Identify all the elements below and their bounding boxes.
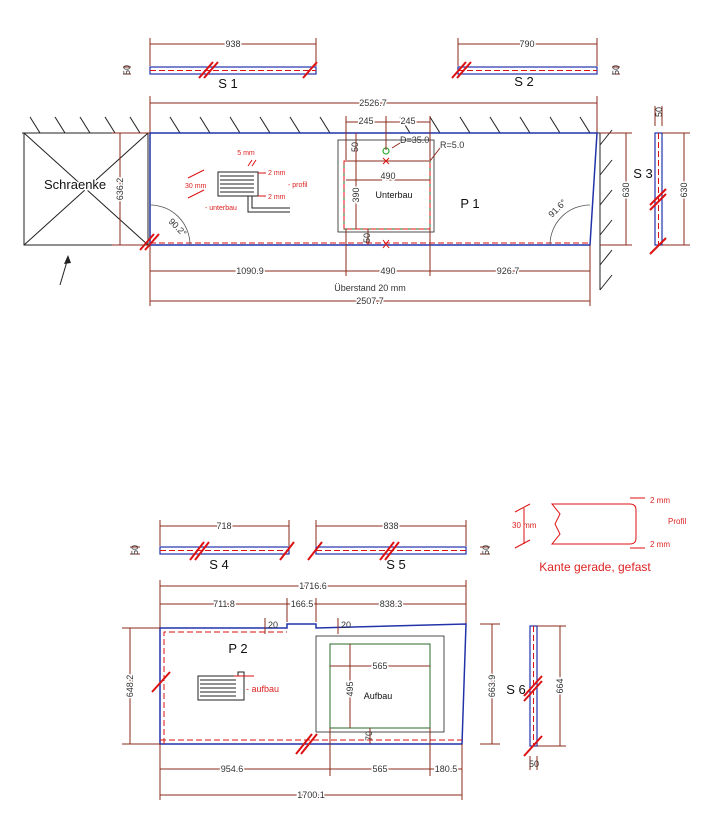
p2-sink-label: Aufbau [364,691,393,701]
legend-edge-bottom: 2 mm [650,540,670,549]
p2-seg-a: 711.8 [213,599,235,609]
strip-s3: 50 630 S 3 [633,106,691,255]
s1-label: S 1 [218,76,238,91]
p2-sink-bottom-offset: 70 [364,731,374,741]
p1-profile-thickness: 30 mm [185,183,207,190]
p1-sink-bottom-offset: 50 [362,233,372,243]
p2-notch-left: 20 [268,620,278,630]
p1-sink-cutout: 245 245 D=35.0 R=5.0 490 390 50 50 Unter… [337,115,464,249]
p1-sink-top-offset: 50 [350,142,360,152]
s2-width: 50 [611,65,621,75]
s5-length: 838 [383,521,398,531]
legend-profile: Profil [668,517,686,526]
edge-legend: 30 mm 2 mm Profil 2 mm Kante gerade, gef… [512,496,686,574]
p1-top-dimension: 2526.7 [149,96,598,134]
p1-profile-under: - unterbau [205,205,237,212]
p1-bottom-dimensions: 1090.9 490 926.7 Überstand 20 mm 2507.7 [149,229,591,308]
p1-angle-right: 91.6° [546,197,568,219]
strip-s1: 938 50 S 1 [122,38,318,91]
p2-bot-left: 954.6 [221,764,244,774]
legend-edge-top: 2 mm [650,496,670,505]
strip-s2: 790 50 S 2 [451,38,621,89]
p1-depth-right: 630 [600,132,633,246]
p1-hole-left: 245 [358,116,373,126]
p2-sink-width: 565 [372,661,387,671]
s4-width: 50 [130,545,140,555]
s6-label: S 6 [506,682,526,697]
p1-total-bottom: 2507.7 [356,296,384,306]
panel-p2: 20 20 P 2 [151,618,467,755]
p2-bot-mid: 565 [372,764,387,774]
p1-profile-label: - profil [288,182,308,189]
p1-profile-edge2: 2 mm [268,194,286,201]
p1-corner-radius: R=5.0 [440,140,464,150]
wall-hatching [22,116,613,291]
p2-sink-height: 495 [345,681,355,696]
s6-width: 50 [529,759,539,769]
s1-width: 50 [122,65,132,75]
s1-length: 938 [225,39,240,49]
cabinet-box: Schraenke [23,132,149,286]
s6-length: 664 [555,678,565,693]
p2-label: P 2 [228,641,247,656]
s3-width: 50 [654,107,664,117]
p1-hole-diameter: D=35.0 [400,135,429,145]
p2-bottom-dimensions: 954.6 565 180.5 1700.1 [159,728,463,802]
p2-seg-c: 838.3 [380,599,403,609]
p2-top-dimensions: 1716.6 711.8 166.5 838.3 [159,580,467,628]
p1-total-top: 2526.7 [359,98,387,108]
cabinet-label: Schraenke [44,177,106,192]
p1-seg-right: 926.7 [497,266,520,276]
legend-thickness: 30 mm [512,521,537,530]
p2-bot-right: 180.5 [435,764,458,774]
s4-label: S 4 [209,557,229,572]
p1-seg-mid: 490 [380,266,395,276]
p1-sink-height: 390 [351,187,361,202]
p1-label: P 1 [460,196,479,211]
p2-sink-cutout: 565 495 70 Aufbau [315,635,445,744]
p1-profile-detail: 5 mm 30 mm 2 mm 2 mm - profil - unterbau [185,150,308,213]
s3-label: S 3 [633,166,653,181]
p2-profile-detail: - aufbau [197,671,279,701]
p1-seg-left: 1090.9 [236,266,264,276]
p1-sink-width: 490 [380,171,395,181]
p2-depth-left: 648.2 [122,627,160,745]
s6-height-left: 663.9 [487,675,497,698]
s3-length: 630 [679,182,689,197]
p2-total-bottom: 1700.1 [297,790,325,800]
strip-s4: 50 718 S 4 [130,520,295,572]
s4-length: 718 [216,521,231,531]
s5-label: S 5 [386,557,406,572]
p1-depth-left: 636.2 [112,132,150,246]
s2-length: 790 [519,39,534,49]
p1-angle-left: 90.2° [167,216,189,238]
p1-profile-edge1: 2 mm [268,170,286,177]
legend-caption: Kante gerade, gefast [539,560,651,574]
p2-notch-right: 20 [341,620,351,630]
strip-s6: 663.9 664 50 S 6 [480,623,567,770]
s5-width: 50 [481,545,491,555]
p1-depth-left-value: 636.2 [115,178,125,201]
p2-total-top: 1716.6 [299,581,327,591]
p1-overhang: Überstand 20 mm [334,283,406,293]
p2-depth-left-value: 648.2 [125,675,135,698]
p1-hole-right: 245 [400,116,415,126]
s2-label: S 2 [514,74,534,89]
p2-seg-b: 166.5 [291,599,314,609]
strip-s5: 50 838 S 5 [307,520,491,572]
p1-profile-top: 5 mm [237,150,255,157]
p1-sink-label: Unterbau [375,190,412,200]
p2-profile-label: - aufbau [246,684,279,694]
p1-depth-right-value: 630 [621,182,631,197]
